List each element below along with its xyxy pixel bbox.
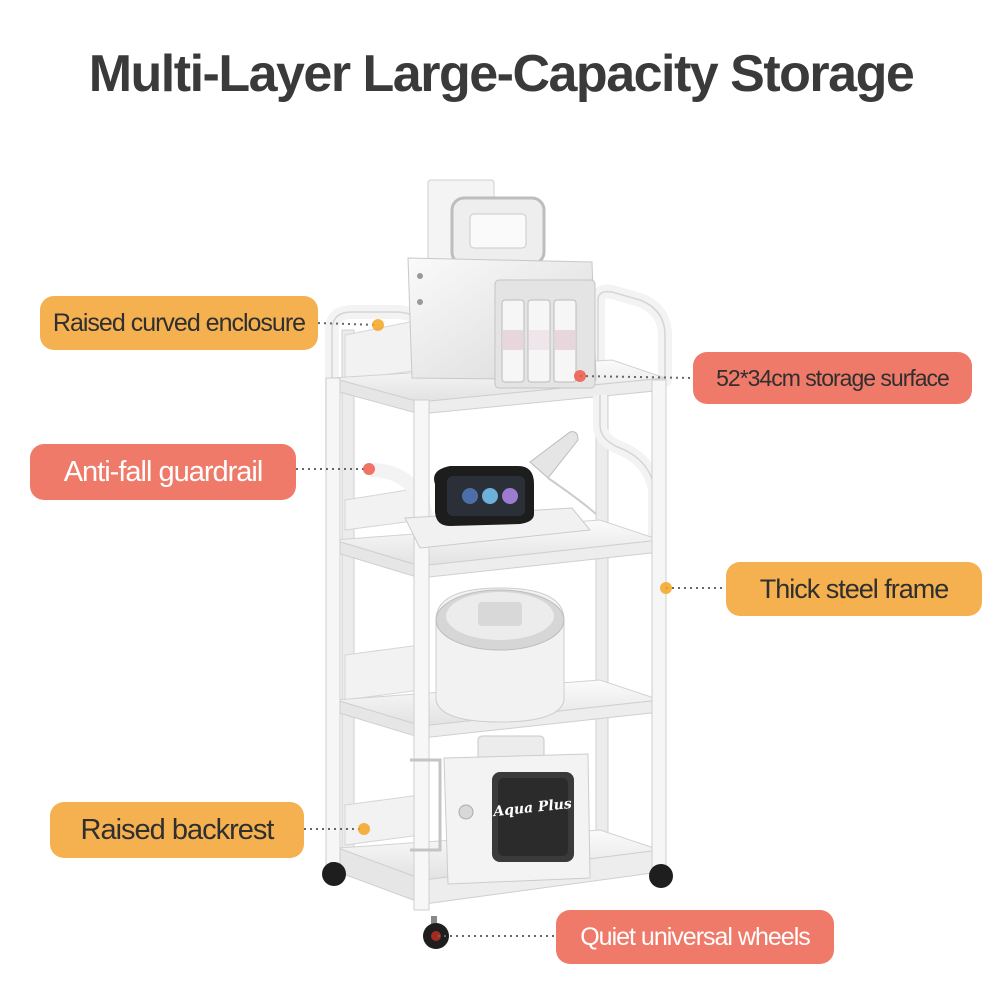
wheel-right	[649, 864, 673, 888]
wheel-left	[322, 862, 346, 886]
handheld-device	[404, 431, 597, 549]
front-post-left	[325, 377, 341, 867]
backrest-panel-3	[344, 644, 421, 701]
label-storage-surface: 52*34cm storage surface	[693, 352, 972, 404]
aqua-plus-device: Aqua Plus	[410, 735, 591, 885]
round-device	[435, 587, 565, 723]
callout-dot-surface	[574, 370, 586, 382]
back-post-left	[341, 329, 355, 851]
callout-dot-enclosure	[372, 319, 384, 331]
front-post-right	[651, 379, 667, 871]
back-post-right	[595, 379, 609, 861]
front-post-center	[413, 399, 430, 911]
label-steel-frame: Thick steel frame	[726, 562, 982, 616]
backrest-panel-bottom	[344, 794, 421, 846]
backrest-panel-top	[344, 319, 421, 381]
page-title: Multi-Layer Large-Capacity Storage	[88, 45, 915, 103]
wheel-front	[423, 916, 449, 949]
label-backrest: Raised backrest	[50, 802, 304, 858]
label-wheels: Quiet universal wheels	[556, 910, 834, 964]
callout-lines	[296, 322, 726, 937]
label-guardrail: Anti-fall guardrail	[30, 444, 296, 500]
callout-dot-backrest	[358, 823, 370, 835]
label-raised-enclosure: Raised curved enclosure	[40, 296, 318, 350]
callout-dot-frame	[660, 582, 672, 594]
hydra-device	[407, 179, 597, 389]
callout-dot-guardrail	[363, 463, 375, 475]
curved-enclosure-right-edge	[597, 290, 666, 380]
